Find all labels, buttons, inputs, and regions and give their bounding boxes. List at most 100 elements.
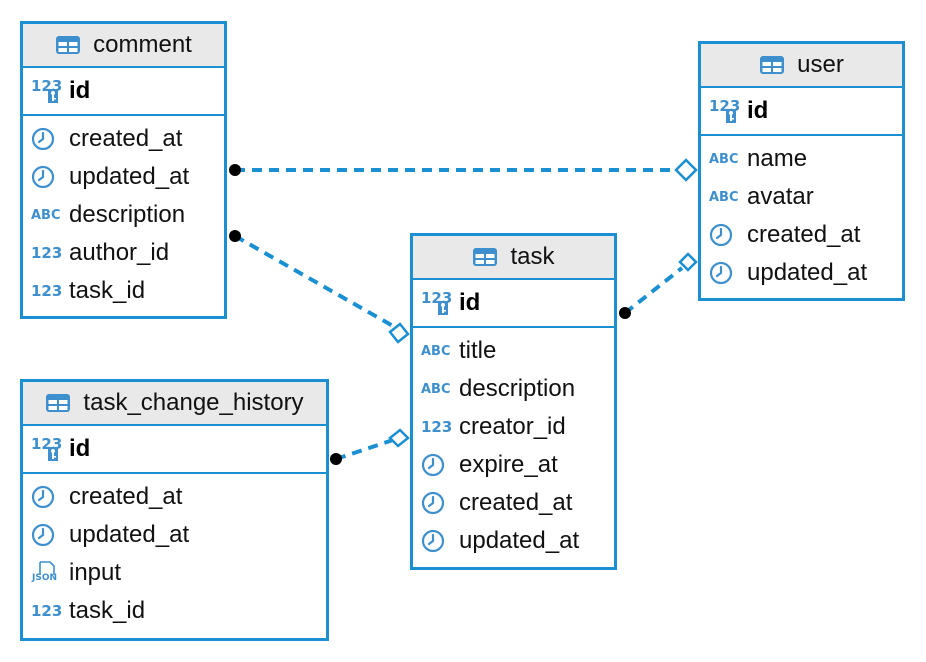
link-task-user <box>623 266 684 315</box>
abc-icon: ABC <box>31 207 61 223</box>
clock-icon <box>31 485 61 509</box>
column-name: name <box>747 145 808 172</box>
entity-title: user <box>797 51 844 78</box>
link-end-diamond <box>388 322 410 344</box>
column-name: updated_at <box>69 163 190 190</box>
key-icon <box>48 89 58 103</box>
column-name: expire_at <box>459 451 558 478</box>
column-name: task_id <box>69 277 146 304</box>
123-icon: 123 <box>31 282 63 300</box>
column-row[interactable]: updated_at <box>701 254 902 292</box>
123-key-icon: 123 <box>31 77 62 103</box>
column-row[interactable]: ABC description <box>23 196 224 234</box>
table-icon <box>759 53 787 77</box>
entity-header: task_change_history <box>23 382 326 426</box>
clock-icon <box>31 165 61 189</box>
column-name: created_at <box>747 221 861 248</box>
primary-key-row[interactable]: 123 id <box>23 426 326 474</box>
column-name: description <box>459 375 576 402</box>
entity-header: task <box>413 236 614 280</box>
link-end-diamond <box>674 158 698 182</box>
column-name: author_id <box>69 239 170 266</box>
column-row[interactable]: 123 task_id <box>23 272 224 310</box>
primary-key-row[interactable]: 123 id <box>23 68 224 116</box>
primary-key-row[interactable]: 123 id <box>413 280 614 328</box>
abc-icon: ABC <box>709 151 739 167</box>
json-file-icon: JSON <box>31 561 61 585</box>
link-end-dot <box>619 307 631 319</box>
column-name: id <box>459 289 481 316</box>
entity-title: task_change_history <box>83 389 304 416</box>
table-icon <box>472 245 500 269</box>
column-name: created_at <box>69 483 183 510</box>
column-row[interactable]: expire_at <box>413 446 614 484</box>
column-name: id <box>69 435 91 462</box>
table-icon <box>55 33 83 57</box>
column-row[interactable]: ABC name <box>701 140 902 178</box>
column-name: id <box>747 97 769 124</box>
link-end-dot <box>229 164 241 176</box>
clock-icon <box>421 491 451 515</box>
column-row[interactable]: updated_at <box>413 522 614 560</box>
abc-icon: ABC <box>421 381 451 397</box>
entity-header: user <box>701 44 902 88</box>
123-key-icon: 123 <box>31 435 62 461</box>
primary-key-row[interactable]: 123 id <box>701 88 902 136</box>
link-history-task <box>335 438 394 461</box>
column-name: created_at <box>459 489 573 516</box>
entity-header: comment <box>23 24 224 68</box>
clock-icon <box>709 261 739 285</box>
abc-icon: ABC <box>421 343 451 359</box>
column-name: created_at <box>69 125 183 152</box>
column-row[interactable]: ABC title <box>413 332 614 370</box>
key-icon <box>48 447 58 461</box>
column-row[interactable]: ABC description <box>413 370 614 408</box>
entity-title: task <box>510 243 555 270</box>
column-name: avatar <box>747 183 814 210</box>
column-row[interactable]: updated_at <box>23 158 224 196</box>
123-icon: 123 <box>31 244 63 262</box>
123-icon: 123 <box>31 602 63 620</box>
clock-icon <box>421 529 451 553</box>
link-end-diamond <box>388 428 410 448</box>
column-row[interactable]: created_at <box>413 484 614 522</box>
column-name: title <box>459 337 497 364</box>
clock-icon <box>31 127 61 151</box>
link-end-dot <box>330 453 342 465</box>
column-row[interactable]: created_at <box>701 216 902 254</box>
column-name: description <box>69 201 186 228</box>
column-row[interactable]: ABC avatar <box>701 178 902 216</box>
abc-icon: ABC <box>709 189 739 205</box>
clock-icon <box>31 523 61 547</box>
clock-icon <box>709 223 739 247</box>
column-name: updated_at <box>747 259 868 286</box>
clock-icon <box>421 453 451 477</box>
table-icon <box>45 391 73 415</box>
column-row[interactable]: created_at <box>23 478 326 516</box>
key-icon <box>438 301 448 315</box>
column-row[interactable]: JSON input <box>23 554 326 592</box>
column-name: input <box>69 559 122 586</box>
column-name: updated_at <box>69 521 190 548</box>
123-key-icon: 123 <box>421 289 452 315</box>
column-row[interactable]: 123 author_id <box>23 234 224 272</box>
column-name: creator_id <box>459 413 566 440</box>
key-icon <box>726 109 736 123</box>
column-row[interactable]: created_at <box>23 120 224 158</box>
column-name: updated_at <box>459 527 580 554</box>
column-name: id <box>69 77 91 104</box>
123-key-icon: 123 <box>709 97 740 123</box>
link-end-dot <box>229 230 241 242</box>
column-row[interactable]: updated_at <box>23 516 326 554</box>
